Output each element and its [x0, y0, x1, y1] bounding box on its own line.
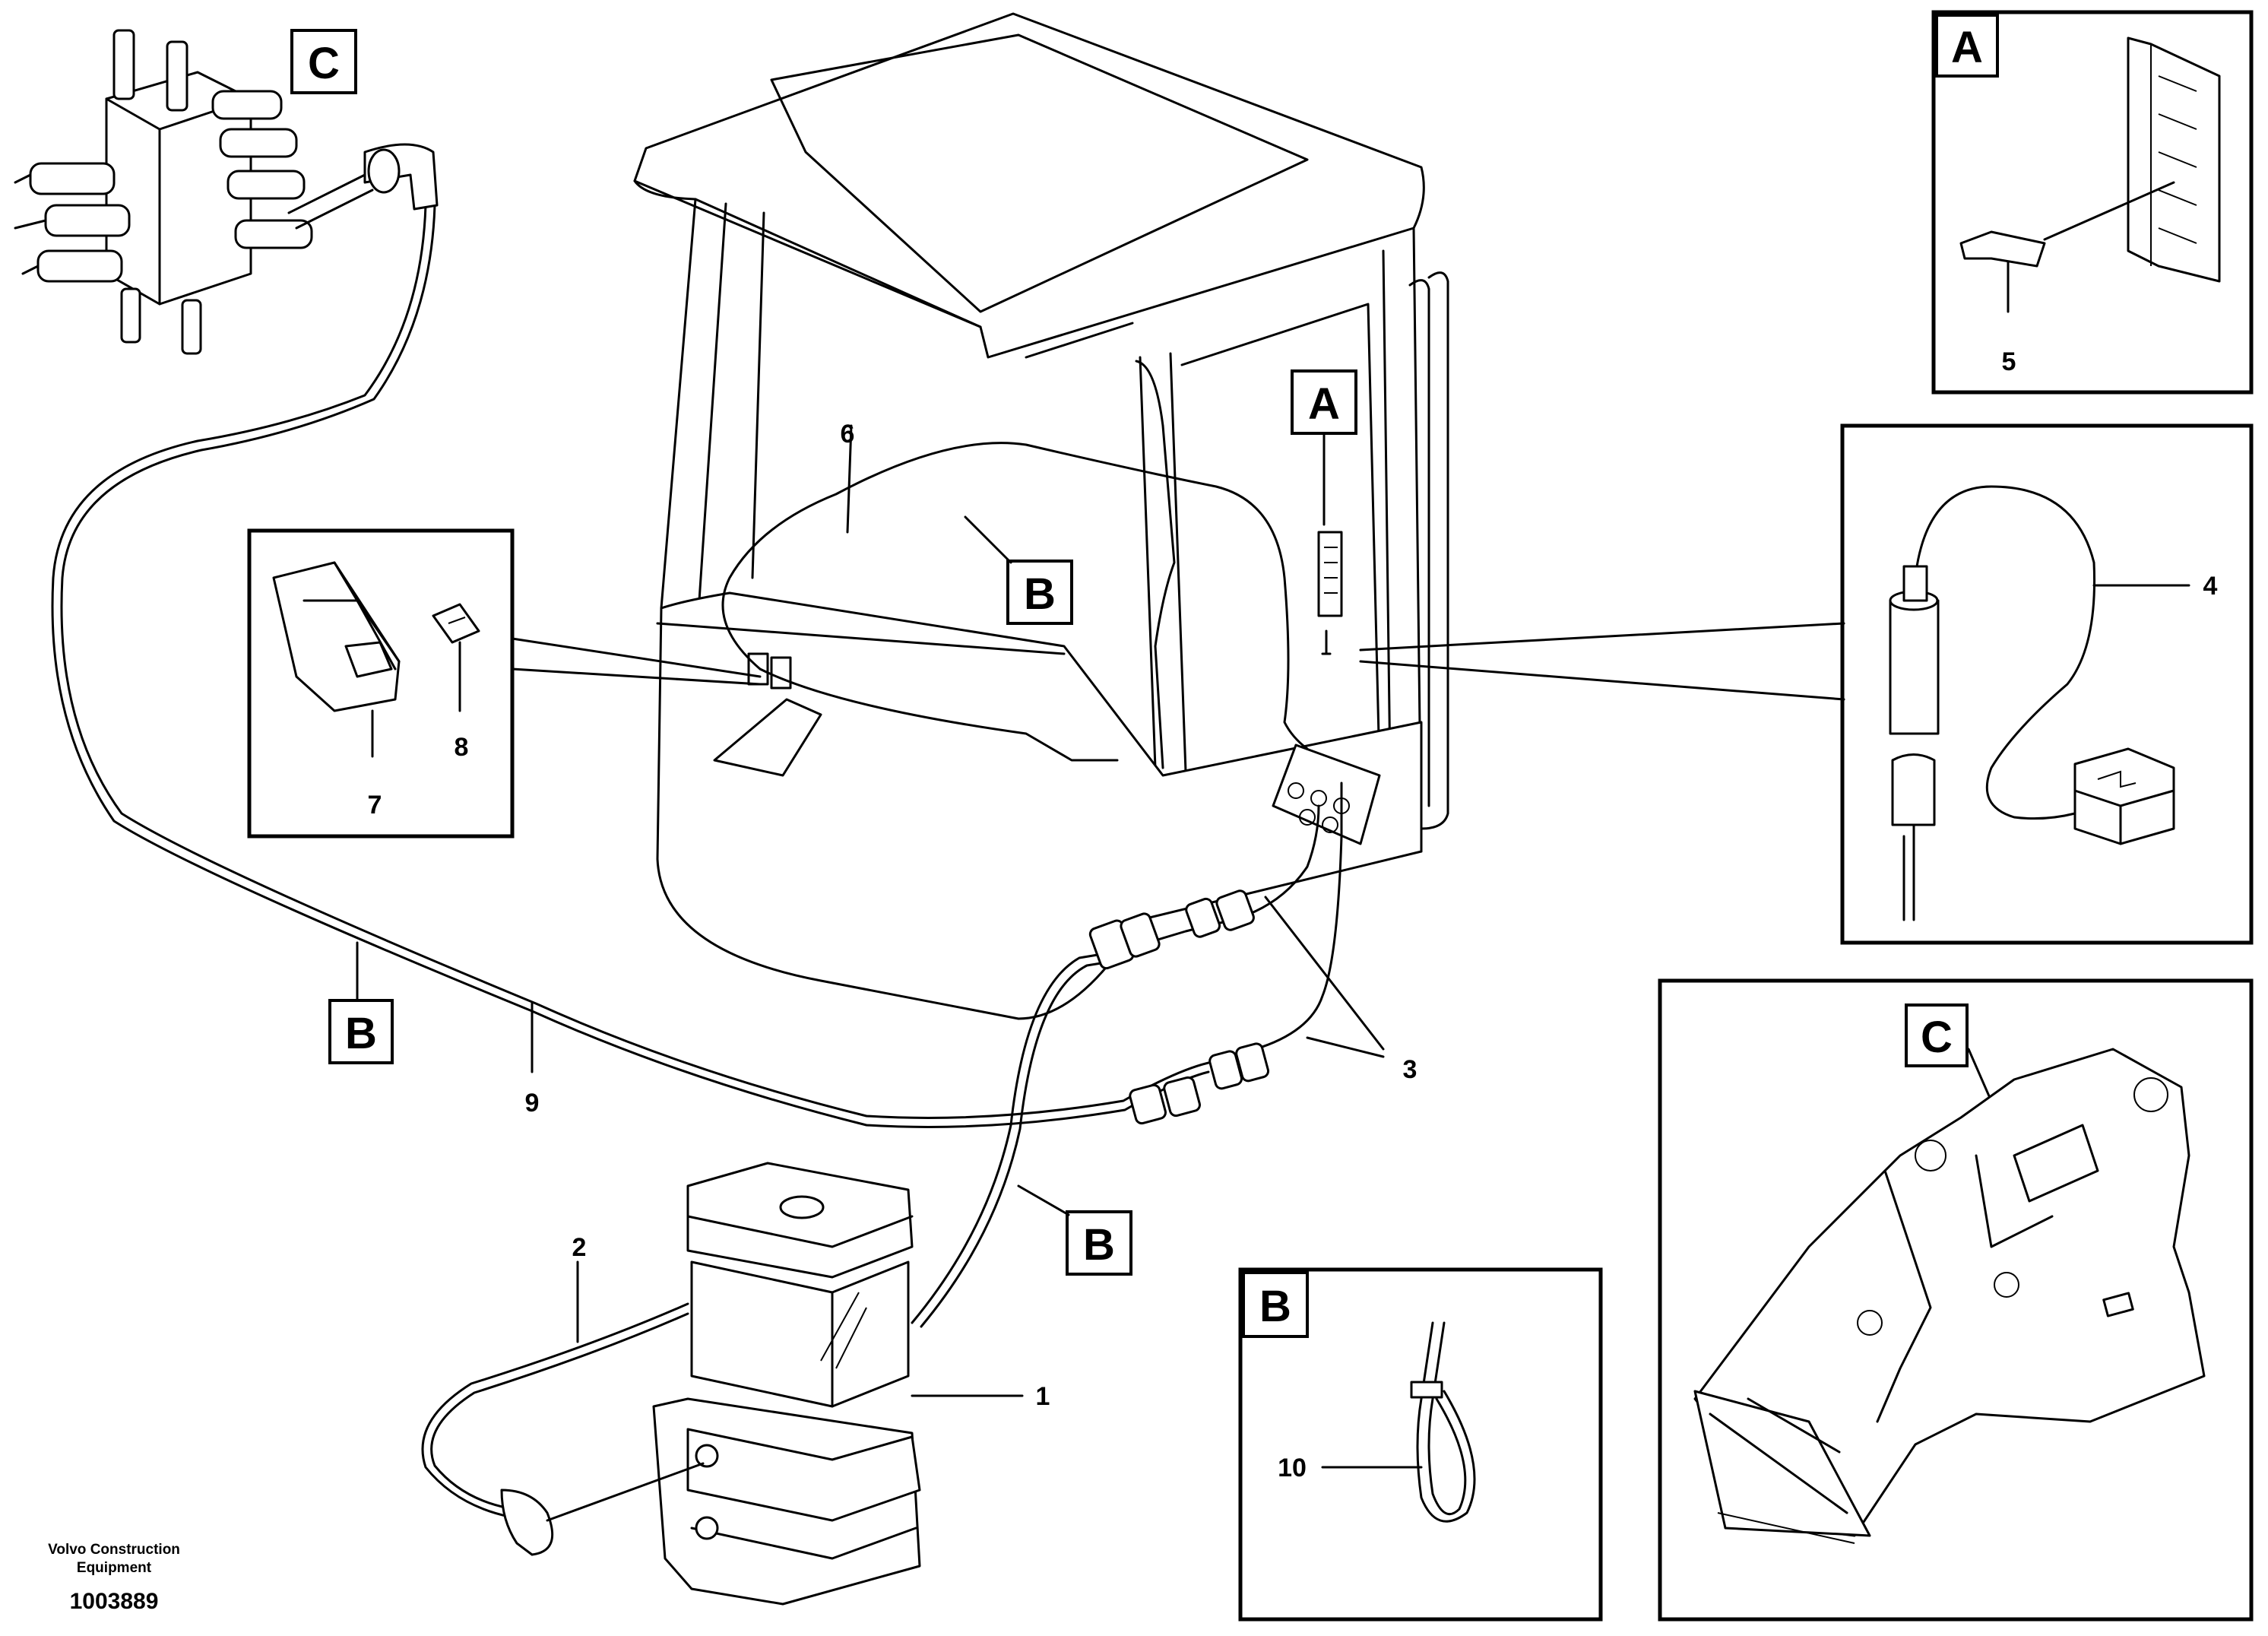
tag-b-cab-letter: B [1024, 569, 1056, 619]
symbol-label [432, 603, 480, 644]
detail-a-panel: A [1931, 10, 2254, 395]
tag-b-lower: B [1017, 1184, 1132, 1276]
hose-couplings [1088, 889, 1270, 1125]
tag-a-cab: A [1291, 369, 1357, 526]
operator-cab [633, 12, 1449, 1020]
callout-7: 7 [368, 791, 382, 820]
sensor-plug [1891, 753, 1936, 826]
detail-sensor-panel [1840, 423, 2254, 945]
callout-8: 8 [455, 733, 469, 762]
callout-5: 5 [2002, 347, 2016, 376]
callout-10: 10 [1278, 1454, 1307, 1482]
callout-2: 2 [572, 1233, 587, 1262]
detail-c-panel: C [1658, 978, 2254, 1622]
hose-9 [51, 204, 1210, 1128]
detail-c-letter-lower: C [1921, 1013, 1953, 1062]
lubrication-pump-reservoir [652, 1162, 921, 1606]
hose-2 [421, 1302, 689, 1518]
cable-tie [1416, 1321, 1476, 1523]
detail-c-letter-upper: C [308, 39, 340, 88]
sensor-connector [2073, 747, 2175, 845]
document-number: 1003889 [70, 1589, 159, 1614]
detail-b-letter: B [1259, 1282, 1291, 1331]
maker-line-1: Volvo Construction [48, 1542, 180, 1558]
detail-switch-panel [247, 528, 515, 839]
footer: Volvo Construction Equipment 1003889 [48, 1542, 180, 1614]
tag-b-left: B [328, 941, 394, 1064]
harness-6 [721, 442, 1309, 750]
sensor-body [1889, 599, 1940, 735]
callout-3: 3 [1403, 1055, 1418, 1084]
tag-b-cab: B [964, 515, 1073, 625]
detail-b-panel: B [1238, 1267, 1603, 1622]
fuse-icon [1959, 230, 2046, 268]
callout-6: 6 [841, 420, 855, 449]
callout-1: 1 [1036, 1382, 1050, 1411]
control-valve [14, 29, 439, 355]
tag-b-lower-letter: B [1083, 1220, 1115, 1270]
callout-9: 9 [525, 1089, 540, 1118]
maker-line-2: Equipment [77, 1560, 152, 1576]
fuse-block [2127, 36, 2221, 283]
detail-a-letter: A [1951, 23, 1983, 72]
callout-4: 4 [2203, 572, 2218, 601]
tag-a-cab-letter: A [1308, 379, 1340, 429]
tag-b-left-letter: B [345, 1009, 377, 1058]
tag-c-top: C [290, 29, 357, 94]
elbow-fitting [500, 1489, 554, 1556]
